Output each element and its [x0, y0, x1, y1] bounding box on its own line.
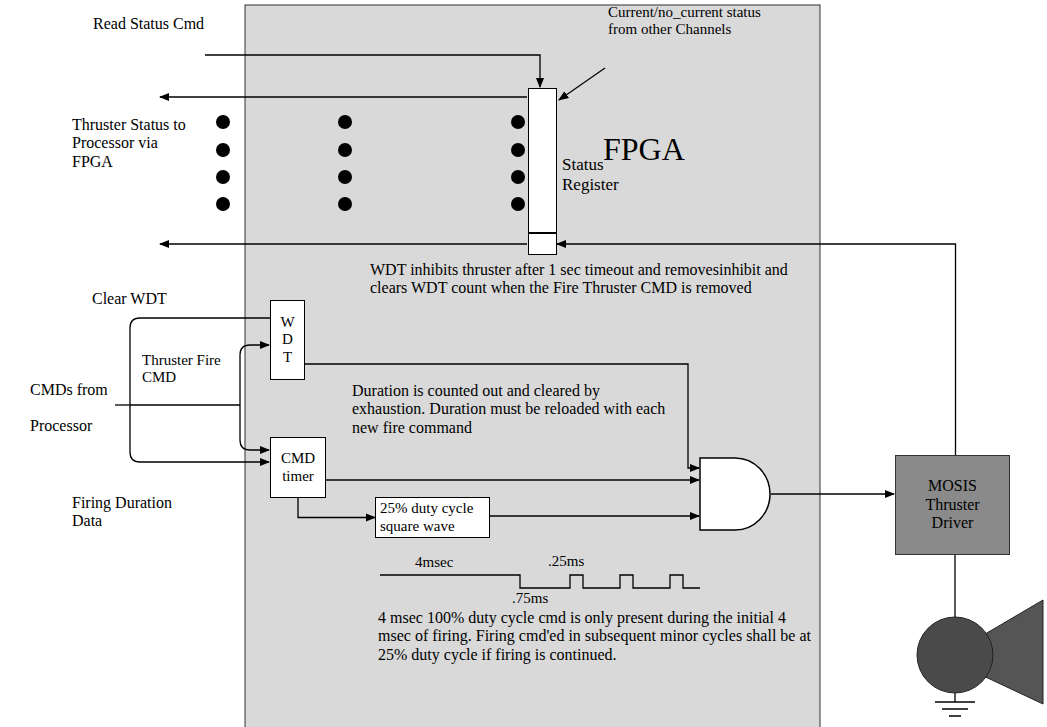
- ellipsis-dot: [216, 115, 230, 129]
- annotation-text: .75ms: [512, 590, 572, 607]
- signal-wire: [160, 243, 527, 244]
- ground-symbol: [935, 702, 975, 716]
- annotation-text: 4 msec 100% duty cycle cmd is only prese…: [378, 609, 818, 664]
- ellipsis-dot: [511, 197, 525, 211]
- square-waveform: [380, 575, 700, 588]
- ellipsis-dot: [338, 143, 352, 157]
- ellipsis-dot: [216, 143, 230, 157]
- ground-symbol: [942, 708, 968, 710]
- signal-wire: [320, 479, 699, 480]
- signal-wire: [160, 96, 527, 97]
- cmd-timer-box: CMD timer: [270, 437, 326, 498]
- signal-wire: [130, 318, 270, 462]
- signal-wire: [115, 404, 130, 405]
- annotation-text: Read Status Cmd: [93, 15, 263, 33]
- annotation-text: 4msec: [415, 554, 475, 571]
- signal-wire: [115, 55, 955, 702]
- annotation-text: Duration is counted out and cleared by e…: [352, 382, 677, 437]
- annotation-text: Current/no_current status from other Cha…: [608, 4, 783, 39]
- ground-symbol: [935, 701, 975, 703]
- signal-wire: [205, 55, 540, 87]
- thruster-driver-box: MOSIS Thruster Driver: [895, 455, 1010, 555]
- ground-symbol: [949, 715, 961, 717]
- node-text: MOSIS Thruster Driver: [905, 477, 1001, 532]
- annotation-text: Thruster Fire CMD: [142, 352, 222, 387]
- square-wave-box: 25% duty cycle square wave: [375, 497, 490, 538]
- signal-wire: [771, 493, 894, 494]
- annotation-text: Firing Duration Data: [72, 494, 182, 531]
- signal-wire: [130, 404, 240, 405]
- signal-wire: [240, 345, 269, 450]
- node-text: W D T: [280, 314, 295, 366]
- and-gate: [700, 458, 770, 530]
- node-text: 25% duty cycle square wave: [380, 500, 485, 535]
- signal-wire: [490, 515, 699, 516]
- ellipsis-dot: [216, 197, 230, 211]
- ellipsis-dot: [338, 170, 352, 184]
- watchdog-timer-box: W D T: [270, 300, 305, 380]
- annotation-text: CMDs from Processor: [30, 372, 114, 444]
- driver-wire: [954, 555, 955, 617]
- thruster-illustration: [917, 617, 993, 693]
- annotation-text: .25ms: [548, 553, 608, 570]
- signal-connector: [298, 498, 375, 518]
- ellipsis-dot: [511, 115, 525, 129]
- annotation-text: WDT inhibits thruster after 1 sec timeou…: [370, 261, 810, 298]
- status-register: Status Register: [528, 88, 557, 255]
- annotation-text: Clear WDT: [92, 290, 202, 308]
- signal-wire: [305, 364, 699, 468]
- ground-wire: [954, 693, 955, 702]
- ellipsis-dot: [338, 115, 352, 129]
- node-text: FPGA: [603, 131, 685, 168]
- ellipsis-dot: [216, 115, 525, 211]
- signal-wire: [559, 68, 605, 100]
- node-text: Status Register: [562, 155, 637, 194]
- ellipsis-dot: [216, 170, 230, 184]
- annotation-text: Thruster Status to Processor via FPGA: [72, 116, 194, 171]
- ellipsis-dot: [511, 143, 525, 157]
- fpga-region: [245, 5, 820, 727]
- ellipsis-dot: [511, 170, 525, 184]
- node-text: CMD timer: [271, 450, 325, 485]
- ellipsis-dot: [338, 197, 352, 211]
- thruster-illustration: [917, 600, 1043, 704]
